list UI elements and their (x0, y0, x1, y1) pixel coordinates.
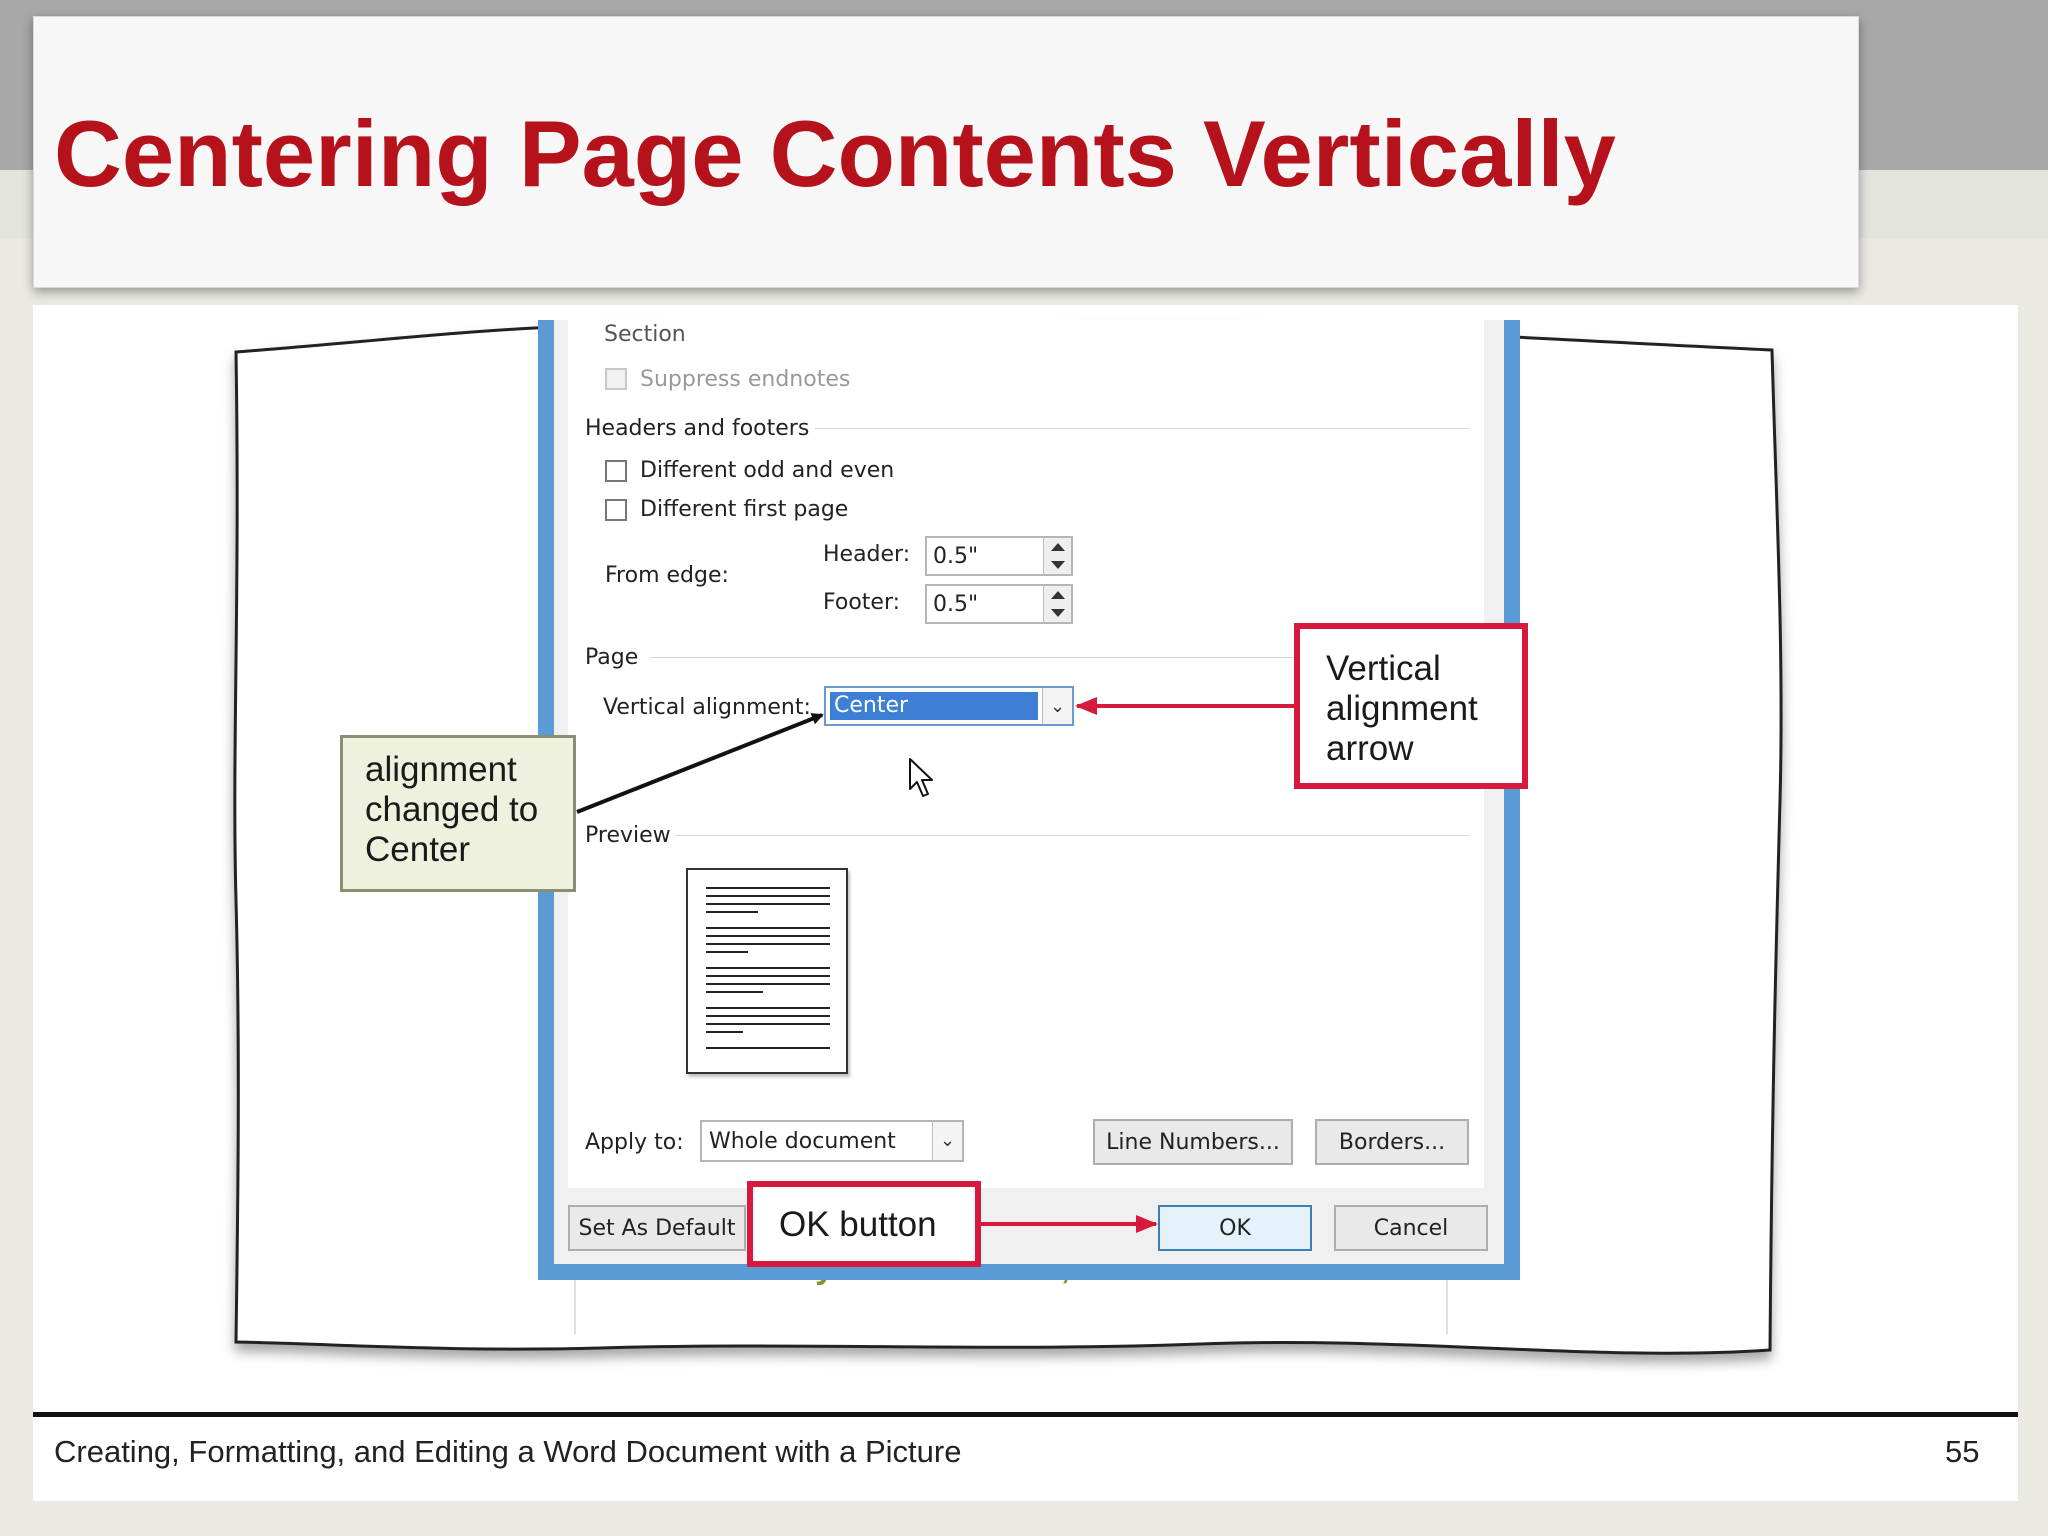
apply-to-label: Apply to: (585, 1130, 684, 1155)
spin-up-icon[interactable] (1051, 543, 1065, 551)
spin-down-icon[interactable] (1051, 609, 1065, 617)
vertical-alignment-label: Vertical alignment: (603, 695, 811, 720)
ok-button[interactable]: OK (1158, 1205, 1312, 1251)
title-box (33, 16, 1859, 288)
footer-area (33, 1417, 2018, 1501)
different-first-page-checkbox[interactable] (605, 499, 627, 521)
vertical-alignment-value: Center (834, 693, 909, 718)
alignment-callout-arrow (576, 713, 824, 814)
callout-line: changed to (365, 790, 539, 829)
callout-line: alignment (1326, 689, 1478, 728)
apply-to-dropdown[interactable]: Whole document ⌄ (700, 1120, 964, 1162)
vertical-alignment-dropdown[interactable]: Center ⌄ (824, 686, 1074, 726)
header-distance-spinner[interactable]: 0.5" (925, 536, 1073, 576)
vertical-alignment-arrow-callout: Vertical alignment arrow (1294, 623, 1528, 789)
divider (815, 428, 1470, 429)
dropdown-arrow-icon[interactable]: ⌄ (1042, 688, 1072, 724)
dropdown-arrow-icon[interactable]: ⌄ (932, 1122, 962, 1160)
callout-line: alignment (365, 750, 517, 789)
spin-down-icon[interactable] (1051, 561, 1065, 569)
header-distance-label: Header: (823, 542, 911, 567)
from-edge-label: From edge: (605, 563, 729, 588)
preview-heading: Preview (585, 823, 671, 848)
preview-lines (706, 887, 830, 1049)
header-distance-value: 0.5" (933, 544, 979, 569)
ok-button-callout: OK button (747, 1181, 981, 1267)
borders-button[interactable]: Borders... (1315, 1119, 1469, 1165)
different-odd-even-label: Different odd and even (640, 458, 895, 483)
set-as-default-button[interactable]: Set As Default (568, 1205, 746, 1251)
suppress-endnotes-checkbox[interactable] (605, 368, 627, 390)
footer-rule (33, 1412, 2018, 1417)
line-numbers-button[interactable]: Line Numbers... (1093, 1119, 1293, 1165)
headers-footers-heading: Headers and footers (585, 416, 810, 441)
divider (675, 835, 1470, 836)
preview-page-thumbnail (686, 868, 848, 1074)
suppress-endnotes-label: Suppress endnotes (640, 367, 851, 392)
slide-title: Centering Page Contents Vertically (54, 101, 1616, 206)
footer-distance-label: Footer: (823, 590, 901, 615)
different-first-page-label: Different first page (640, 497, 849, 522)
spin-up-icon[interactable] (1051, 591, 1065, 599)
footer-spin-buttons[interactable] (1043, 586, 1071, 622)
cancel-button[interactable]: Cancel (1334, 1205, 1488, 1251)
mouse-pointer-icon (909, 758, 933, 797)
section-start-label: Section (604, 322, 686, 347)
footer-distance-spinner[interactable]: 0.5" (925, 584, 1073, 624)
different-odd-even-checkbox[interactable] (605, 460, 627, 482)
footer-distance-value: 0.5" (933, 592, 979, 617)
divider (650, 657, 1470, 658)
callout-line: OK button (779, 1205, 937, 1244)
alignment-changed-callout: alignment changed to Center (340, 735, 576, 892)
dropdown-selection-highlight: Center (830, 692, 1038, 720)
apply-to-value: Whole document (709, 1129, 896, 1154)
callout-line: Center (365, 830, 471, 869)
header-spin-buttons[interactable] (1043, 538, 1071, 574)
callout-line: arrow (1326, 729, 1414, 768)
slide-page-number: 55 (1945, 1434, 1980, 1469)
callout-line: Vertical (1326, 649, 1441, 688)
slide-footer-text: Creating, Formatting, and Editing a Word… (54, 1434, 962, 1469)
page-heading: Page (585, 645, 639, 670)
